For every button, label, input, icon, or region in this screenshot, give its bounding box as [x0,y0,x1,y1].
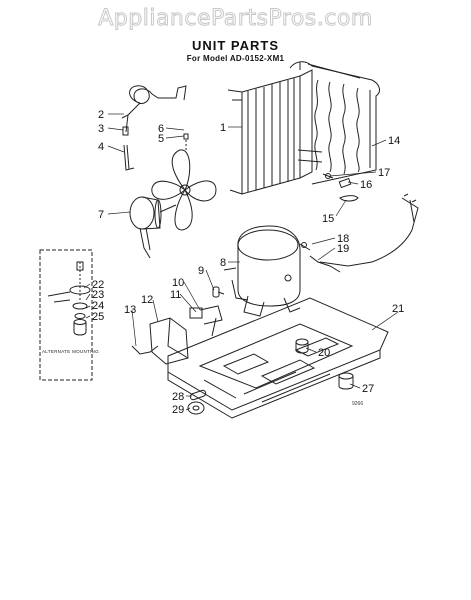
power-cord-part [319,193,419,267]
wire-harness-part [299,242,341,273]
callout-10: 10 [172,277,184,289]
callout-8: 8 [220,257,226,269]
alternate-mounting-inset [39,249,93,381]
fan-blade-part [151,149,217,231]
callout-4: 4 [98,141,104,153]
caster-part [187,401,205,415]
fan-motor-part [129,196,177,259]
model-subtitle: For Model AD-0152-XM1 [186,54,285,63]
screw-part [183,133,189,152]
callout-11: 11 [170,289,181,301]
compressor-part [223,225,301,317]
callout-21: 21 [392,303,404,315]
overload-part [212,286,225,298]
callout-29: 29 [172,404,184,416]
foot-part [338,372,354,390]
fitting-part [122,126,129,136]
callout-16: 16 [360,179,372,191]
drawing-code: 9266 [352,401,363,407]
callout-24: 24 [92,300,104,312]
callout-12: 12 [141,294,153,306]
leader-lines [83,113,399,411]
cover-clip-part [131,345,159,355]
callout-7: 7 [98,209,104,221]
bent-tube-part [123,144,135,171]
relay-cover-part [149,317,189,365]
callout-23: 23 [92,289,104,301]
callout-25: 25 [92,311,104,323]
grommet-part [339,195,359,202]
callout-18: 18 [337,233,349,245]
callout-6: 6 [158,123,164,135]
callout-14: 14 [388,135,400,147]
callout-5: 5 [158,133,164,145]
capillary-tube-part [121,85,187,133]
callout-2: 2 [98,109,104,121]
relay-part [189,305,223,337]
callout-17: 17 [378,167,390,179]
callout-15: 15 [322,213,334,225]
callout-22: 22 [92,279,104,291]
mounting-grommet-part [295,338,309,354]
condenser-coil-part [227,61,380,195]
cushion-part [189,389,207,401]
bracket-part [338,177,352,189]
callout-3: 3 [98,123,104,135]
callout-1: 1 [220,122,226,134]
inset-label: ALTERNATE MOUNTING [42,349,99,354]
callout-13: 13 [124,304,136,316]
callout-27: 27 [362,383,374,395]
page-title: UNIT PARTS [191,38,280,53]
callout-numbers: 1 2 3 4 5 6 7 8 9 10 11 12 13 14 15 16 1… [42,109,404,416]
callout-20: 20 [318,347,330,359]
watermark: AppliancePartsPros.com [98,6,373,32]
callout-9: 9 [198,265,204,277]
callout-19: 19 [337,243,349,255]
callout-28: 28 [172,391,184,403]
base-pan-part [167,297,389,419]
